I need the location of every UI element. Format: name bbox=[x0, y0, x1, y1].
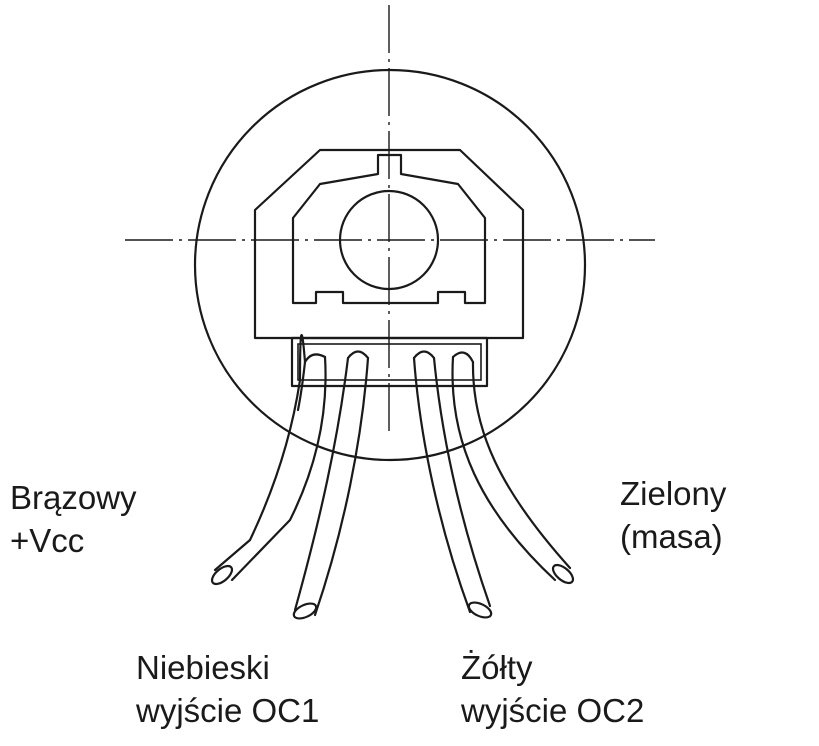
center-hole bbox=[338, 189, 440, 291]
label-brown-function: +Vcc bbox=[10, 522, 85, 559]
label-brown-color: Brązowy bbox=[10, 479, 137, 516]
outer-circle bbox=[193, 68, 587, 462]
wire-green bbox=[451, 351, 575, 585]
label-green-wire: Zielony (masa) bbox=[620, 472, 726, 558]
inner-mount bbox=[291, 153, 487, 305]
label-yellow-color: Żółty bbox=[461, 649, 533, 686]
label-yellow-wire: Żółty wyjście OC2 bbox=[461, 646, 644, 732]
connector-inner bbox=[297, 343, 482, 381]
connector-outer bbox=[290, 336, 489, 388]
outer-housing bbox=[253, 148, 525, 340]
label-blue-function: wyjście OC1 bbox=[136, 692, 320, 729]
label-green-function: (masa) bbox=[620, 518, 723, 555]
wire-yellow bbox=[412, 350, 493, 619]
wire-brown bbox=[210, 333, 327, 586]
label-yellow-function: wyjście OC2 bbox=[461, 692, 645, 729]
label-blue-wire: Niebieski wyjście OC1 bbox=[136, 646, 319, 732]
label-green-color: Zielony bbox=[620, 475, 727, 512]
label-blue-color: Niebieski bbox=[136, 649, 270, 686]
wire-blue bbox=[292, 350, 370, 620]
label-brown-wire: Brązowy +Vcc bbox=[10, 476, 137, 562]
